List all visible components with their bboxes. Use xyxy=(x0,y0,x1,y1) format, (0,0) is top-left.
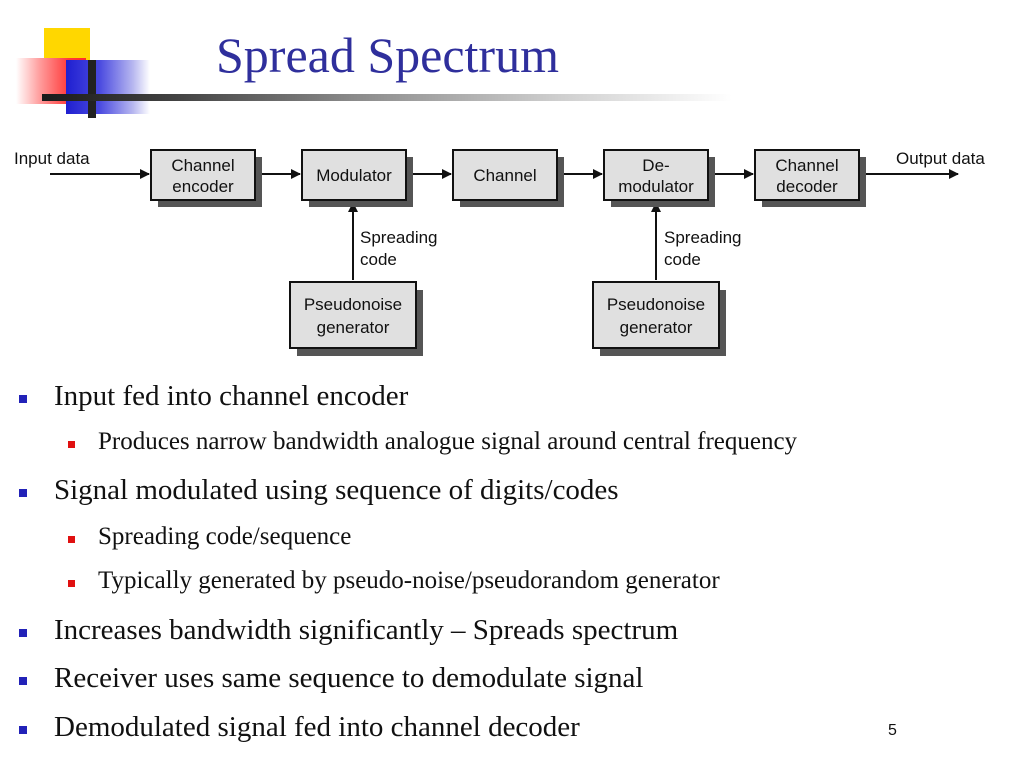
sub-bullet-text: Spreading code/sequence xyxy=(98,523,352,550)
bullet-text: Receiver uses same sequence to demodulat… xyxy=(54,662,644,694)
block-channel-decoder-line2: decoder xyxy=(776,177,838,196)
block-channel-encoder: Channel encoder xyxy=(150,149,262,207)
spreading-code-label-tx-line2: code xyxy=(360,250,397,269)
block-demodulator: De- modulator xyxy=(603,149,715,207)
block-modulator-label: Modulator xyxy=(316,166,392,185)
title-decoration-blue-square xyxy=(66,60,150,114)
bullet-text: Demodulated signal fed into channel deco… xyxy=(54,711,580,743)
bullet-text: Signal modulated using sequence of digit… xyxy=(54,474,619,506)
spread-spectrum-block-diagram: Channel encoder Modulator Channel De- mo… xyxy=(0,130,1024,370)
block-channel: Channel xyxy=(452,149,564,207)
input-data-label: Input data xyxy=(14,149,90,168)
sub-bullet-text: Produces narrow bandwidth analogue signa… xyxy=(98,428,798,455)
block-pn-tx-line1: Pseudonoise xyxy=(304,295,402,314)
block-channel-decoder-line1: Channel xyxy=(775,156,838,175)
block-channel-label: Channel xyxy=(473,166,536,185)
bullet-text: Increases bandwidth significantly – Spre… xyxy=(54,614,679,646)
sub-bullet-square-icon xyxy=(68,441,75,448)
title-underline xyxy=(42,94,732,101)
output-data-label: Output data xyxy=(896,149,985,168)
block-pn-rx-line1: Pseudonoise xyxy=(607,295,705,314)
sub-bullet-square-icon xyxy=(68,536,75,543)
block-modulator: Modulator xyxy=(301,149,413,207)
spreading-code-label-rx-line1: Spreading xyxy=(664,228,742,247)
block-channel-encoder-line1: Channel xyxy=(171,156,234,175)
block-channel-encoder-line2: encoder xyxy=(172,177,234,196)
bullet-square-icon xyxy=(19,629,27,637)
slide-title: Spread Spectrum xyxy=(216,27,559,83)
title-decoration-vertical-bar xyxy=(88,60,96,118)
spreading-code-label-tx-line1: Spreading xyxy=(360,228,438,247)
sub-bullet-square-icon xyxy=(68,580,75,587)
block-pn-rx-line2: generator xyxy=(620,318,693,337)
bullet-square-icon xyxy=(19,677,27,685)
page-number: 5 xyxy=(888,722,897,739)
block-channel-decoder: Channel decoder xyxy=(754,149,866,207)
block-pseudonoise-generator-transmitter: Pseudonoise generator xyxy=(289,281,423,356)
block-pn-tx-line2: generator xyxy=(317,318,390,337)
spreading-code-label-rx-line2: code xyxy=(664,250,701,269)
bullet-square-icon xyxy=(19,489,27,497)
block-demodulator-line1: De- xyxy=(642,156,669,175)
block-pseudonoise-generator-receiver: Pseudonoise generator xyxy=(592,281,726,356)
bullet-square-icon xyxy=(19,395,27,403)
sub-bullet-text: Typically generated by pseudo-noise/pseu… xyxy=(98,567,720,594)
bullet-square-icon xyxy=(19,726,27,734)
block-demodulator-line2: modulator xyxy=(618,177,694,196)
bullet-text: Input fed into channel encoder xyxy=(54,380,409,412)
